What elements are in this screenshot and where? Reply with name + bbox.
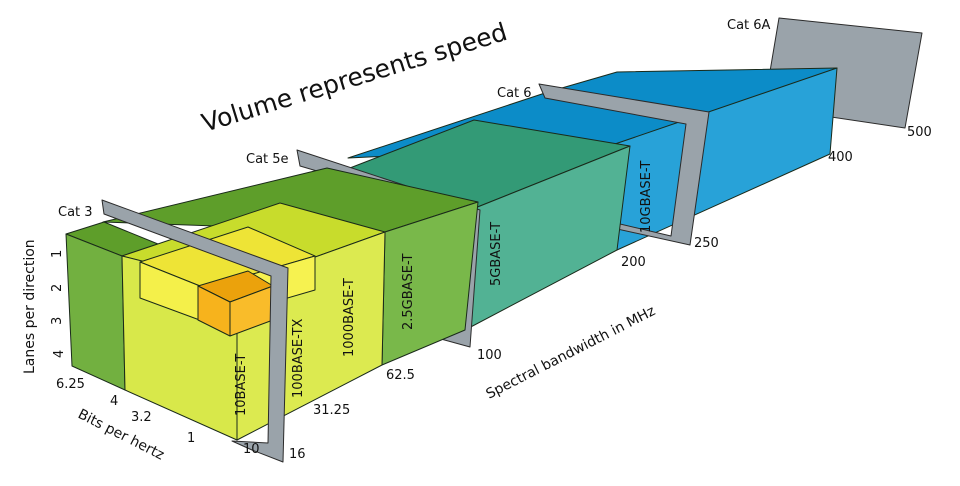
cat6a-label: Cat 6A bbox=[727, 18, 771, 33]
x-axis-label: Spectral bandwidth in MHz bbox=[484, 303, 658, 402]
label-10gbaset: 10GBASE-T bbox=[639, 161, 654, 233]
x-tick-400: 400 bbox=[828, 150, 853, 165]
cat3-label: Cat 3 bbox=[58, 205, 93, 220]
x-tick-10: 10 bbox=[243, 442, 260, 457]
label-1000baset: 1000BASE-T bbox=[342, 278, 357, 357]
x-tick-500: 500 bbox=[907, 125, 932, 140]
x-tick-31-25: 31.25 bbox=[313, 403, 350, 418]
x-tick-100: 100 bbox=[477, 348, 502, 363]
left-green-side bbox=[65, 233, 126, 391]
z-tick-3-2: 3.2 bbox=[131, 410, 152, 425]
cat3-frame bbox=[101, 199, 289, 463]
label-10baset: 10BASE-T bbox=[234, 354, 249, 416]
x-tick-62-5: 62.5 bbox=[386, 368, 415, 383]
y-tick-1: 1 bbox=[50, 250, 65, 258]
x-tick-16: 16 bbox=[289, 447, 306, 462]
cat5e-label: Cat 5e bbox=[246, 152, 289, 167]
x-tick-200: 200 bbox=[621, 255, 646, 270]
cat6-label: Cat 6 bbox=[497, 86, 532, 101]
z-tick-6-25: 6.25 bbox=[56, 377, 85, 392]
y-axis-label: Lanes per direction bbox=[22, 239, 38, 374]
z-tick-4: 4 bbox=[110, 394, 118, 409]
label-100basetx: 100BASE-TX bbox=[291, 318, 306, 398]
y-tick-3: 3 bbox=[50, 317, 65, 325]
label-5gbaset: 5GBASE-T bbox=[489, 222, 504, 286]
x-tick-250: 250 bbox=[694, 236, 719, 251]
z-tick-1: 1 bbox=[187, 431, 195, 446]
y-tick-4: 4 bbox=[52, 350, 67, 358]
z-axis-label: Bits per hertz bbox=[75, 406, 166, 463]
label-25gbaset: 2.5GBASE-T bbox=[401, 253, 416, 330]
y-tick-2: 2 bbox=[50, 284, 65, 292]
